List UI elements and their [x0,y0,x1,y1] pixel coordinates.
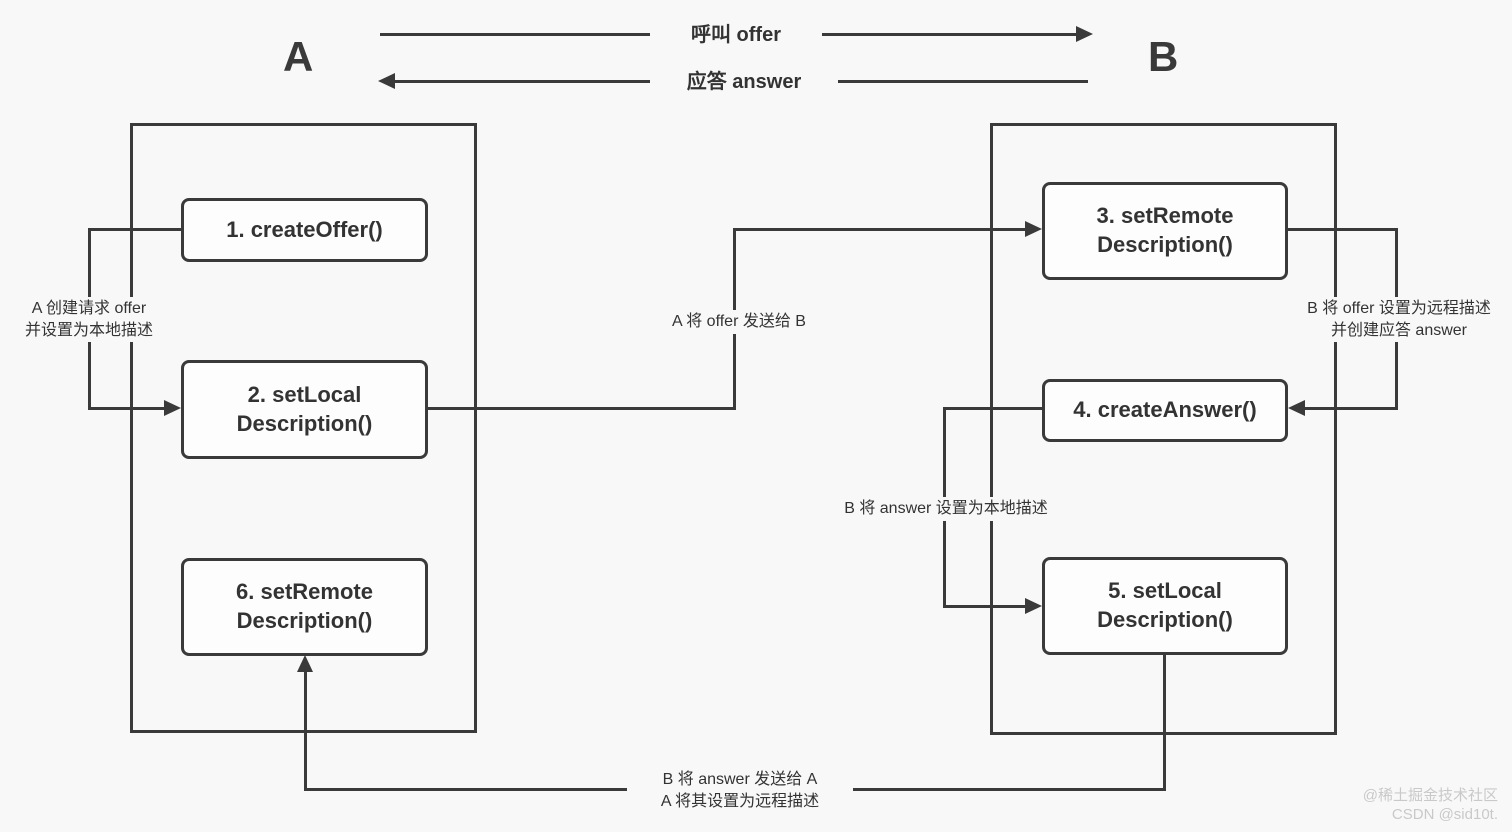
return-arrowhead-icon [297,655,313,672]
node-set-local-description-a: 2. setLocal Description() [181,360,428,459]
a-loop-top-line [88,228,181,231]
peer-a-container [130,123,477,733]
answer-arrowhead-icon [378,73,395,89]
node-set-remote-description-b: 3. setRemote Description() [1042,182,1288,280]
b-internal-arrowhead-icon [1025,598,1042,614]
peer-b-label: B [1148,33,1179,80]
watermark-line2: CSDN @sid10t. [1391,805,1498,823]
annotation-a-create-offer: A 创建请求 offer 并设置为本地描述 [6,297,172,343]
offer-arrow-label: 呼叫 offer [650,22,822,48]
answer-arrow-label: 应答 answer [650,69,838,95]
watermark-line1: @稀土掘金技术社区 [1362,787,1498,804]
send-offer-arrowhead-icon [1025,221,1042,237]
b-loop-top-line [1288,228,1398,231]
node-create-answer: 4. createAnswer() [1042,379,1288,442]
watermark: @稀土掘金技术社区 CSDN @sid10t. [1363,787,1498,825]
send-offer-line-h1 [428,407,735,410]
b-loop-arrowhead-icon [1288,400,1305,416]
return-right-vertical-line [1163,655,1166,791]
offer-arrowhead-icon [1076,26,1093,42]
a-loop-bottom-line [88,407,165,410]
peer-a-label: A [283,33,314,80]
node-set-local-description-b: 5. setLocal Description() [1042,557,1288,655]
node-create-offer: 1. createOffer() [181,198,428,262]
node-set-remote-description-a: 6. setRemote Description() [181,558,428,656]
annotation-a-send-offer: A 将 offer 发送给 B [626,310,852,334]
annotation-b-send-answer: B 将 answer 发送给 A A 将其设置为远程描述 [627,768,853,814]
b-loop-bottom-line [1305,407,1398,410]
b-internal-top-line [943,407,1042,410]
a-loop-arrowhead-icon [164,400,181,416]
annotation-b-set-local: B 将 answer 设置为本地描述 [830,497,1062,521]
send-offer-line-h2 [733,228,1026,231]
annotation-b-set-remote: B 将 offer 设置为远程描述 并创建应答 answer [1289,297,1509,343]
return-left-vertical-line [304,670,307,791]
b-internal-bottom-line [943,605,1025,608]
